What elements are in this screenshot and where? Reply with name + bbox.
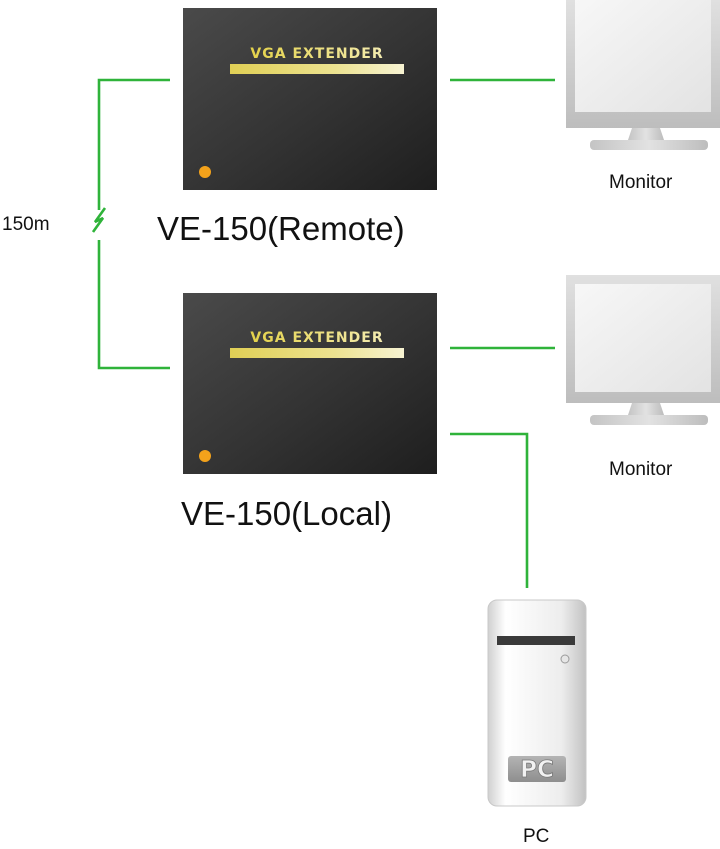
remote-panel-stripe [230, 64, 404, 74]
remote-led-icon [199, 166, 211, 178]
cables [91, 78, 555, 588]
remote-link-cable [97, 78, 170, 210]
remote-panel-text: VGA EXTENDER [250, 46, 383, 62]
monitor-bottom-label: Monitor [609, 459, 673, 480]
local-extender-box: VGA EXTENDER [183, 293, 437, 474]
local-led-icon [199, 450, 211, 462]
distance-label: 150m [2, 214, 50, 235]
monitor-top-label: Monitor [609, 172, 673, 193]
break-mark-icon [91, 207, 107, 233]
monitor-top-icon [566, 0, 720, 150]
pc-badge-text: PC [520, 757, 554, 783]
local-panel-stripe [230, 348, 404, 358]
monitor-bottom-icon [566, 275, 720, 425]
local-extender-label: VE-150(Local) [181, 495, 392, 532]
local-panel-text: VGA EXTENDER [250, 330, 383, 346]
local-pc-cable [450, 432, 529, 588]
pc-label: PC [523, 826, 550, 847]
local-link-cable [97, 240, 170, 370]
remote-extender-box: VGA EXTENDER [183, 8, 437, 190]
pc-tower-icon: PC [487, 599, 587, 807]
remote-extender-label: VE-150(Remote) [157, 210, 405, 247]
